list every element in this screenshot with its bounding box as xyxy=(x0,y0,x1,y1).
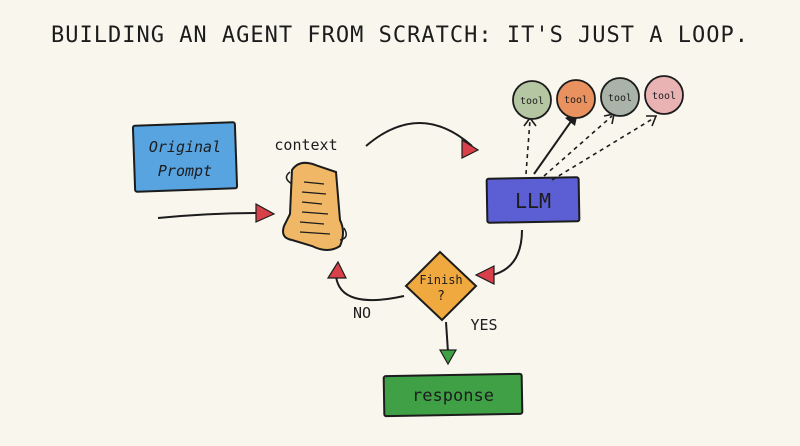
tool-label: tool xyxy=(520,96,544,107)
arrowhead-finish-response xyxy=(438,349,458,366)
arrowhead-llm-finish xyxy=(474,265,495,285)
llm-node: LLM xyxy=(485,176,581,224)
arrow-llm-tool-2 xyxy=(533,119,573,175)
arrow-llm-tool-1 xyxy=(525,119,531,175)
tool-node-3: tool xyxy=(600,77,640,117)
yes-edge-label: YES xyxy=(470,316,497,334)
tool-node-1: tool xyxy=(512,80,552,120)
context-scroll-icon xyxy=(282,161,347,251)
arrowhead-prompt-context xyxy=(255,202,276,223)
llm-label: LLM xyxy=(515,189,551,213)
arrow-llm-tool-3 xyxy=(543,115,613,177)
response-node: response xyxy=(382,372,524,418)
prompt-label-line2: Prompt xyxy=(158,162,212,180)
arrow-finish-to-response xyxy=(445,321,449,353)
arrow-llm-tool-4 xyxy=(551,117,655,181)
context-label: context xyxy=(274,136,337,154)
tool-node-4: tool xyxy=(644,75,684,115)
original-prompt-node: Original Prompt xyxy=(131,121,239,193)
tool-label: tool xyxy=(564,95,588,106)
arrow-prompt-to-context xyxy=(157,212,263,219)
arrowhead-finish-context xyxy=(326,260,347,279)
arrow-finish-to-context xyxy=(335,275,405,302)
no-edge-label: NO xyxy=(353,304,371,322)
response-label: response xyxy=(412,386,494,406)
finish-decision-node: Finish ? xyxy=(404,250,478,322)
tool-node-2: tool xyxy=(556,79,596,119)
prompt-label-line1: Original xyxy=(149,138,221,156)
tool-label: tool xyxy=(608,93,632,104)
tool-label: tool xyxy=(652,91,676,102)
arrow-context-to-llm xyxy=(365,122,473,147)
finish-label-line2: ? xyxy=(437,289,445,304)
diagram-title: BUILDING AN AGENT FROM SCRATCH: IT'S JUS… xyxy=(51,23,749,48)
arrowhead-context-llm xyxy=(461,138,480,159)
finish-label-line1: Finish xyxy=(419,273,462,287)
